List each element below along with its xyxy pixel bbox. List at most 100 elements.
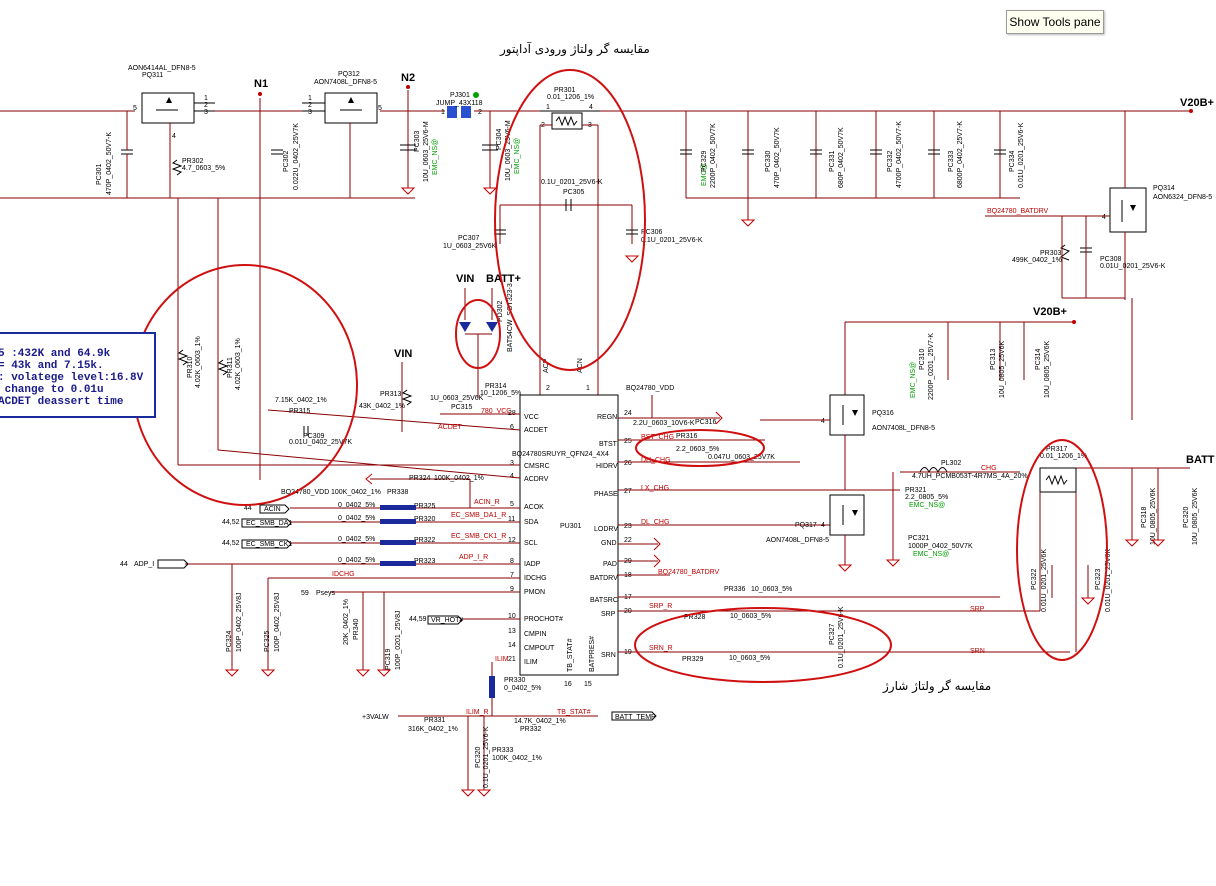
schematic-label: PR331: [424, 717, 446, 724]
svg-text:2: 2: [308, 102, 312, 109]
schematic-label: 470P_0402_50V7K: [774, 127, 781, 188]
schematic-label: PC331: [829, 150, 836, 172]
schematic-label: BQ24780_VDD: [281, 489, 329, 496]
schematic-label: IDCHG: [524, 575, 547, 582]
schematic-label: PQ317: [795, 522, 817, 529]
schematic-label: SDA: [524, 519, 539, 526]
schematic-label: 100P_0402_25V8J: [274, 592, 281, 652]
schematic-label: 16: [564, 681, 572, 688]
schematic-label: 100K_0402_1%: [331, 489, 381, 496]
schematic-label: PC313: [990, 348, 997, 370]
schematic-label: PHASE: [594, 491, 618, 498]
schematic-label: CHG: [981, 465, 997, 472]
buck-stage: V20B+ PC310 2200P_0201_25V7-K EMC_NS@ PC…: [760, 298, 1133, 572]
schematic-label: BATPRES#: [589, 636, 596, 672]
schematic-label: 2.2_0805_5%: [905, 494, 948, 501]
schematic-label: BTST: [599, 441, 618, 448]
schematic-label: AON6324_DFN8-5: [1153, 194, 1212, 201]
schematic-label: PQ312: [338, 71, 360, 78]
top-power-rail: [0, 90, 1190, 480]
schematic-label: ACIN: [264, 506, 281, 513]
note-line: : volatege level:16.8V: [0, 372, 144, 384]
schematic-label: ADP_I: [134, 561, 154, 568]
schematic-label: 26: [624, 460, 632, 467]
schematic-label: PC305: [563, 189, 585, 196]
schematic-label: TB_STAT#: [557, 709, 591, 716]
schematic-label: 23: [624, 523, 632, 530]
schematic-label: DL_CHG: [641, 519, 669, 526]
svg-text:4: 4: [172, 133, 176, 140]
schematic-label: 0.047U_0603_25V7K: [708, 454, 775, 461]
schematic-label: PR313: [380, 391, 402, 398]
schematic-label: PC310: [919, 348, 926, 370]
input-caps: PC301 470P_0402_50V7-K PR302 4.7_0603_5%…: [96, 111, 521, 198]
schematic-label: ACDET: [438, 424, 462, 431]
mosfet-pq312: 123 5 PQ312 AON7408L_DFN8-5: [302, 71, 382, 198]
schematic-label: 4: [510, 473, 514, 480]
net-label-vin2: VIN: [394, 348, 412, 360]
schematic-label: 59: [301, 590, 309, 597]
schematic-label: PC314: [1035, 348, 1042, 370]
schematic-label: 10_0603_5%: [751, 586, 792, 593]
schematic-label: ACIN_R: [474, 499, 500, 506]
schematic-label: 21: [508, 656, 516, 663]
schematic-label: 100P_0201_25V8J: [395, 610, 402, 670]
svg-text:2: 2: [204, 102, 208, 109]
annotation-note-box: 5 :432K and 64.9k = 43k and 7.15k. : vol…: [0, 332, 156, 418]
schematic-label: PC302: [283, 150, 290, 172]
schematic-label: 44,52: [222, 519, 240, 526]
schematic-label: 10: [508, 613, 516, 620]
schematic-label: SRN: [970, 648, 985, 655]
schematic-label: PC316: [695, 419, 717, 426]
schematic-label: 0.01U_0201_25V6K: [1105, 549, 1112, 612]
acp-acn-filter: PC305 0.1U_0201_25V6-K PC307 1U_0603_25V…: [443, 179, 703, 263]
schematic-label: PR333: [492, 747, 514, 754]
schematic-label: 0_0402_5%: [338, 515, 375, 522]
schematic-label: PC303: [414, 130, 421, 152]
schematic-label: 0.1U_0201_25V6-K: [838, 606, 845, 668]
schematic-label: SRP_R: [649, 603, 672, 610]
schematic-label: 1: [586, 385, 590, 392]
net-label-n2: N2: [401, 72, 415, 84]
schematic-label: 12: [508, 537, 516, 544]
schematic-label: PC329: [701, 150, 708, 172]
schematic-label: PC320: [1183, 506, 1190, 528]
schematic-label: 470P_0402_50V7-K: [106, 132, 113, 195]
schematic-label: +3VALW: [362, 714, 389, 721]
schematic-label: AON6414AL_DFN8-5: [128, 65, 196, 72]
note-line: ACDET deassert time: [0, 396, 124, 408]
show-tools-pane-button[interactable]: Show Tools pane: [1006, 10, 1104, 34]
schematic-label: 44: [120, 561, 128, 568]
schematic-label: PC330: [765, 150, 772, 172]
schematic-label: 13: [508, 628, 516, 635]
schematic-label: 4.7UH_PCMB053T-4R7MS_4A_20%: [912, 473, 1028, 480]
schematic-label: 10_0603_5%: [729, 655, 770, 662]
schematic-label: PC325: [264, 630, 271, 652]
net-n1: N1: [254, 78, 268, 96]
schematic-label: EMC_NS@: [913, 551, 949, 558]
schematic-label: IADP: [524, 561, 541, 568]
schematic-label: 5: [510, 501, 514, 508]
svg-text:3: 3: [204, 109, 208, 116]
schematic-label: 4.02K_0603_1%: [235, 338, 242, 390]
schematic-label: PC308: [1100, 256, 1122, 263]
schematic-label: 10_1206_5%: [480, 390, 521, 397]
schematic-label: 10U_0805_25V6K: [1044, 340, 1051, 398]
schematic-label: PC323: [1095, 568, 1102, 590]
schematic-label: PC324: [226, 630, 233, 652]
schematic-label: SCL: [524, 540, 538, 547]
schematic-label: PC332: [887, 150, 894, 172]
schematic-label: PAD: [603, 561, 617, 568]
schematic-label: 10U_0603_25V6-M: [423, 121, 430, 182]
schematic-label: GND: [601, 540, 617, 547]
schematic-label: PR303: [1040, 250, 1062, 257]
schematic-label: 0_0402_5%: [338, 536, 375, 543]
schematic-label: PR316: [676, 433, 698, 440]
schematic-label: BQ24780_VDD: [626, 385, 674, 392]
schematic-label: 6: [510, 424, 514, 431]
schematic-label: 22: [624, 537, 632, 544]
resistor-pr317: PR317 0.01_1206_1% BATT PC318 10U_0805_2…: [1031, 446, 1215, 652]
schematic-label: 1U_0603_25V6K: [443, 243, 497, 250]
schematic-label: 7.15K_0402_1%: [275, 397, 327, 404]
